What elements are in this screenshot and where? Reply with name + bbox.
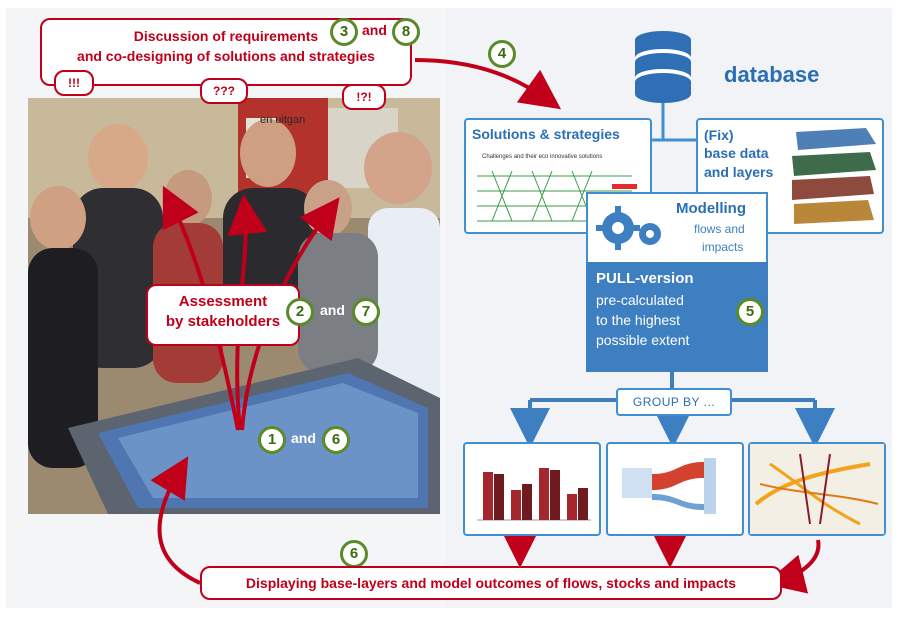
- badge-3: 3: [330, 18, 358, 46]
- output-sankey-panel: [606, 442, 744, 536]
- discussion-line-2: and co-designing of solutions and strate…: [77, 48, 375, 64]
- and-2-7: and: [320, 302, 345, 318]
- output-flow-map-panel: [748, 442, 886, 536]
- assessment-line-2: by stakeholders: [165, 313, 281, 330]
- gears-icon: [594, 202, 666, 259]
- and-1-6: and: [291, 430, 316, 446]
- pull-line-2: to the highest: [596, 312, 681, 328]
- photo-sign-text: en uitgan: [260, 114, 305, 126]
- bar-chart-thumbnail: [477, 468, 591, 521]
- assessment-line-1: Assessment: [178, 293, 268, 310]
- pull-line-3: possible extent: [596, 332, 690, 348]
- displaying-callout: Displaying base-layers and model outcome…: [200, 566, 782, 600]
- badge-6-photo: 6: [322, 426, 350, 454]
- modelling-title: Modelling: [676, 200, 746, 217]
- group-by-label: GROUP BY ...: [632, 395, 716, 409]
- solutions-panel: Solutions & strategies Challenges and th…: [464, 118, 652, 234]
- badge-6-bottom: 6: [340, 540, 368, 568]
- fix-line-1: (Fix): [704, 127, 734, 143]
- flow-map-thumbnail: [750, 444, 884, 534]
- modelling-box: Modelling flows and impacts: [586, 192, 768, 264]
- badge-4: 4: [488, 40, 516, 68]
- reaction-bubble-3: !?!: [342, 84, 386, 110]
- database-label: database: [724, 62, 820, 87]
- reaction-bubble-1: !!!: [54, 70, 94, 96]
- and-3-8: and: [362, 22, 387, 38]
- map-layers-graphic: [792, 128, 876, 224]
- modelling-sub-1: flows and: [694, 222, 745, 236]
- badge-2: 2: [286, 298, 314, 326]
- database-icon: [633, 30, 693, 109]
- badge-1: 1: [258, 426, 286, 454]
- fix-line-3: and layers: [704, 164, 774, 180]
- reaction-bubble-2: ???: [200, 78, 248, 104]
- solutions-title: Solutions & strategies: [472, 126, 620, 142]
- assessment-callout: Assessment by stakeholders: [146, 284, 300, 346]
- badge-5: 5: [736, 298, 764, 326]
- solutions-subtitle: Challenges and their eco innovative solu…: [482, 154, 603, 160]
- pull-line-1: pre-calculated: [596, 292, 684, 308]
- modelling-sub-2: impacts: [702, 240, 744, 254]
- badge-7: 7: [352, 298, 380, 326]
- pull-title: PULL-version: [596, 270, 694, 287]
- pull-version-box: PULL-version pre-calculated to the highe…: [586, 262, 768, 372]
- fix-line-2: base data: [704, 145, 769, 161]
- output-bar-chart-panel: [463, 442, 601, 536]
- sankey-thumbnail: [622, 458, 716, 514]
- badge-8: 8: [392, 18, 420, 46]
- group-by-box: GROUP BY ...: [616, 388, 732, 416]
- discussion-line-1: Discussion of requirements: [133, 28, 319, 44]
